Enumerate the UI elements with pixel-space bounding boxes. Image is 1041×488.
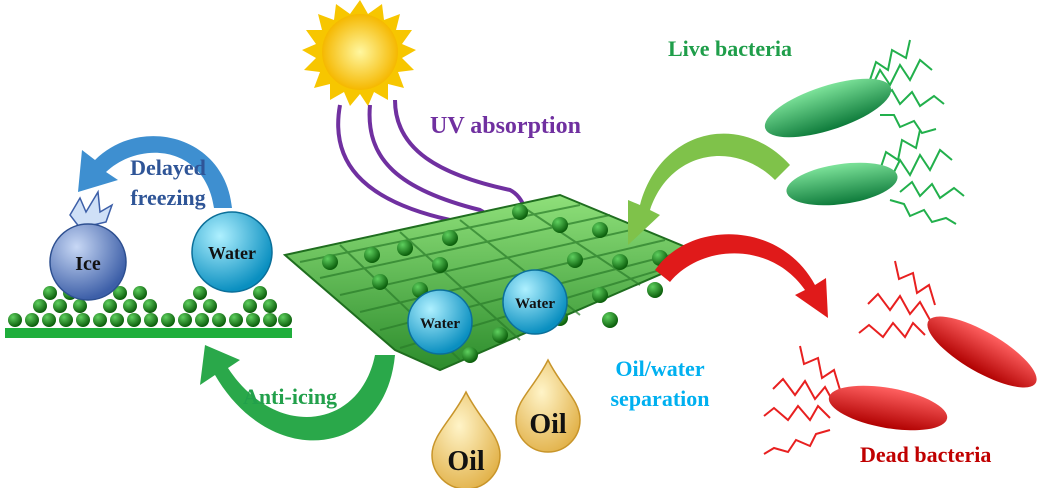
oil-droplet-1: Oil [431,390,501,488]
oil-label: Oil [529,409,567,440]
oil-label: Oil [447,446,485,477]
water-label: Water [208,243,256,263]
water-droplet-mesh-2: Water [502,269,568,335]
water-droplet-left: Water [191,211,273,293]
dead-bacteria-label: Dead bacteria [860,442,991,467]
delayed-freezing-label: Delayed [130,155,206,180]
delayed-freezing-arrow [78,136,232,208]
sun-icon [302,0,416,106]
separation-label: separation [611,386,710,411]
uv-absorption-label: UV absorption [430,113,581,139]
dead-bacteria-arrow [655,234,828,318]
anti-icing-surface [5,286,292,338]
live-bacteria-label: Live bacteria [668,36,792,61]
delayed-freezing-label-2: freezing [130,185,205,210]
anti-icing-label: Anti-icing [243,384,337,409]
water-label: Water [515,296,555,312]
oil-droplet-2: Oil [515,358,581,453]
live-bacteria-arrow [628,133,790,245]
anti-icing-arrow [200,345,395,441]
water-label: Water [420,316,460,332]
water-droplet-mesh-1: Water [407,289,473,355]
ice-droplet: Ice [49,189,127,301]
oil-water-label: Oil/water [615,356,704,381]
live-bacteria [764,39,965,225]
ice-label: Ice [75,253,101,275]
dead-bacteria [763,260,1037,455]
